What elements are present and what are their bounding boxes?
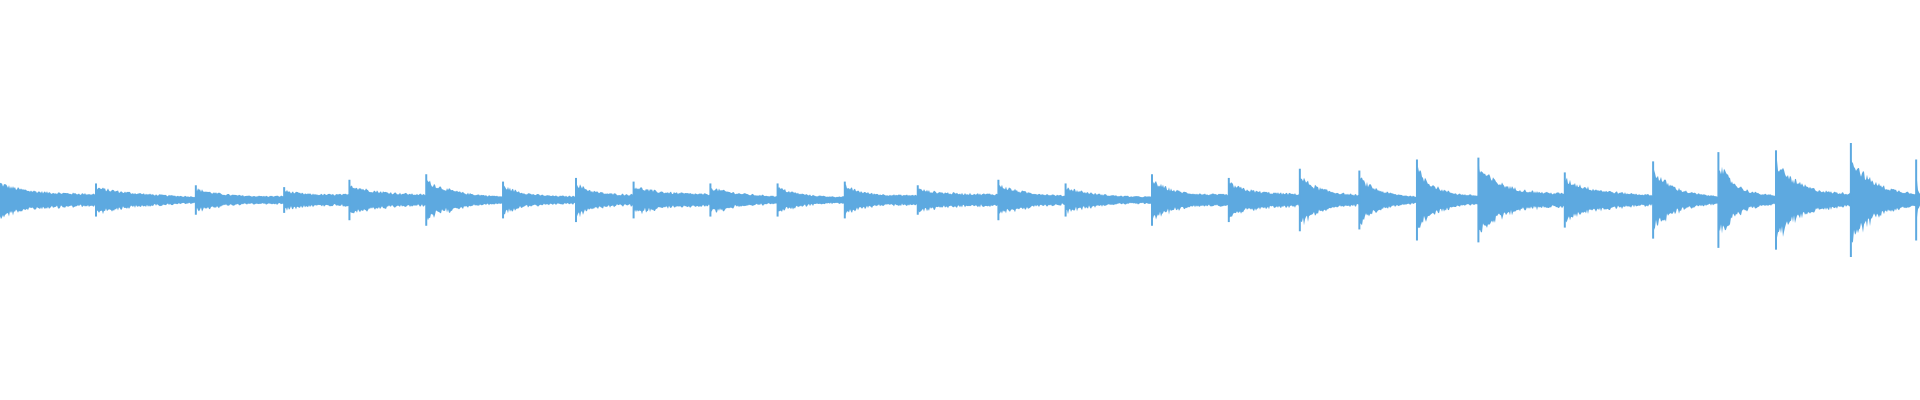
waveform-path (0, 157, 1920, 243)
